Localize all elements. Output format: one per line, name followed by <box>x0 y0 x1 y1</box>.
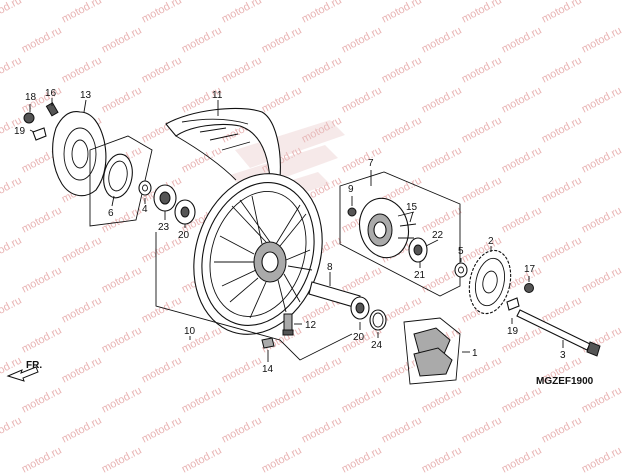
callout-18: 18 <box>25 92 37 103</box>
bearing-22 <box>408 237 428 263</box>
callout-14: 14 <box>262 364 274 375</box>
callout-2: 2 <box>488 236 494 247</box>
front-direction-arrow-icon: FR. <box>6 360 42 382</box>
nut-18 <box>23 112 35 124</box>
bearing-23 <box>153 184 177 212</box>
callout-12: 12 <box>305 320 317 331</box>
callout-11: 11 <box>212 90 223 101</box>
front-direction-label: FR. <box>26 360 42 371</box>
callout-3: 3 <box>560 350 566 361</box>
callout-4: 4 <box>142 204 148 215</box>
clip-19-right <box>506 297 520 311</box>
driven-flange-box <box>339 171 461 297</box>
brake-disc-part <box>52 111 107 197</box>
seal-24 <box>369 309 387 331</box>
damper-rubber-box <box>403 317 461 385</box>
callout-17: 17 <box>524 264 536 275</box>
collar-4 <box>138 180 152 196</box>
diagram-code: MGZEF1900 <box>536 376 594 387</box>
bearing-20-left <box>174 199 196 225</box>
callout-5: 5 <box>458 246 464 257</box>
callout-19-right: 19 <box>507 326 519 337</box>
callout-7: 7 <box>368 158 374 169</box>
callout-1: 1 <box>472 348 478 359</box>
axle-3 <box>516 309 601 357</box>
bolt-16 <box>45 102 59 117</box>
callout-23: 23 <box>158 222 170 233</box>
valve-12 <box>282 313 294 336</box>
callout-8: 8 <box>327 262 333 273</box>
clip-19-left <box>32 127 47 141</box>
wheel-group-box <box>155 232 353 361</box>
callout-6: 6 <box>108 208 114 219</box>
callout-15: 15 <box>406 202 418 213</box>
callout-22: 22 <box>432 230 444 241</box>
leader-lines <box>29 98 564 362</box>
sprocket-part <box>468 249 512 315</box>
wheel-rim-part <box>193 173 323 335</box>
nut-17 <box>524 283 534 293</box>
callout-10: 10 <box>184 326 196 337</box>
callout-16: 16 <box>45 88 57 99</box>
callout-19-left: 19 <box>14 126 26 137</box>
callout-21: 21 <box>414 270 426 281</box>
weight-14 <box>261 337 275 349</box>
callout-24: 24 <box>371 340 383 351</box>
callout-labels: 18 16 13 19 11 4 6 23 20 7 9 15 22 21 5 … <box>14 88 566 375</box>
callout-13: 13 <box>80 90 92 101</box>
collar-5 <box>454 262 468 278</box>
callout-20-right: 20 <box>353 332 365 343</box>
callout-9: 9 <box>348 184 354 195</box>
callout-20-left: 20 <box>178 230 190 241</box>
bearing-20-right <box>350 296 370 320</box>
